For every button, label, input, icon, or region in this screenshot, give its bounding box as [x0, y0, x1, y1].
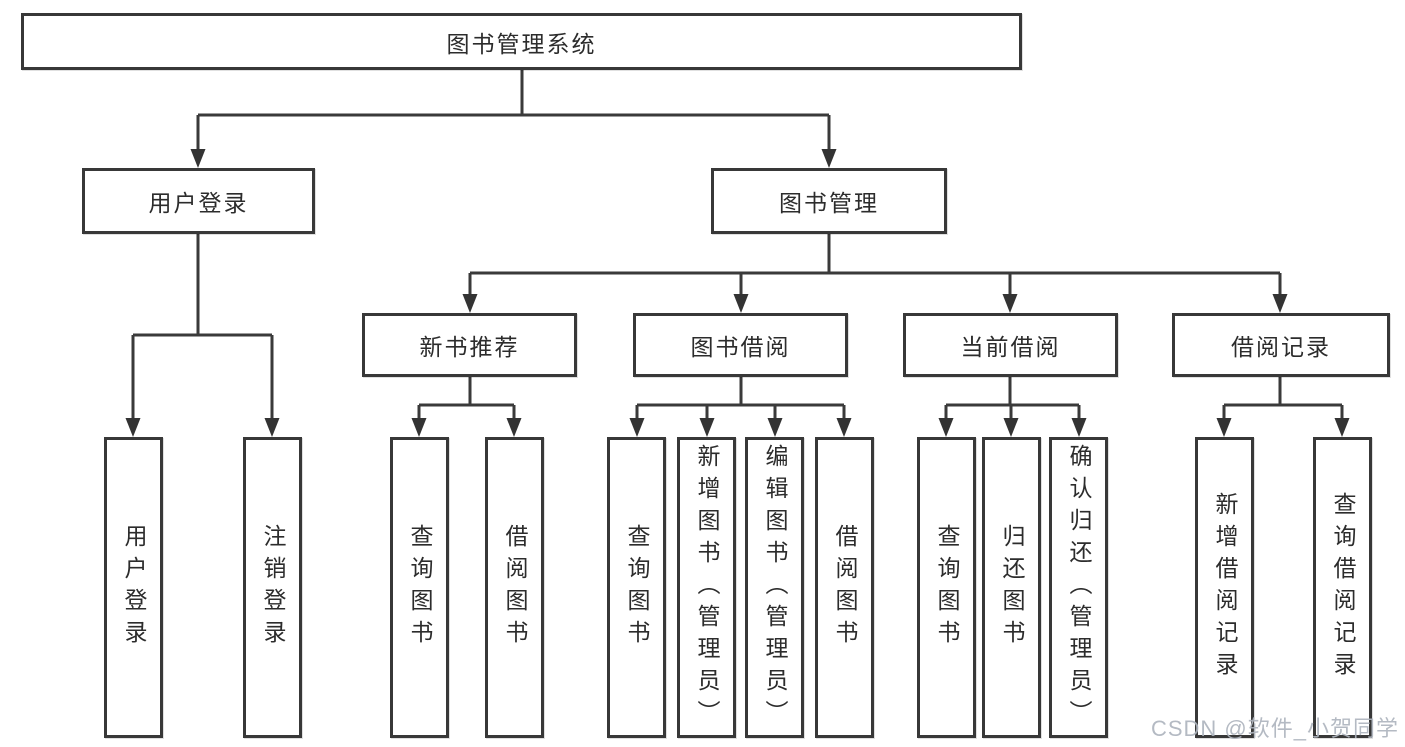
node-borrowing-records: 借阅记录 [1172, 313, 1390, 377]
arrowheads [125, 149, 1350, 437]
leaf-label: 借阅图书 [502, 523, 528, 652]
leaf-label: 新增图书（管理员） [694, 443, 720, 732]
node-book-borrowing: 图书借阅 [633, 313, 848, 377]
connector-root-to-level2 [196, 70, 831, 151]
leaf-bb-borrow-books: 借阅图书 [815, 437, 874, 738]
leaf-label: 归还图书 [999, 523, 1025, 652]
connector-book-management-to-level3 [468, 234, 1282, 296]
connector-book-borrowing-to-leaves [635, 377, 846, 420]
node-label: 当前借阅 [960, 334, 1061, 360]
leaf-label: 借阅图书 [832, 523, 858, 652]
leaf-label: 查询借阅记录 [1330, 491, 1356, 684]
leaf-label: 新增借阅记录 [1212, 491, 1238, 684]
leaf-label: 查询图书 [624, 523, 650, 652]
node-user-login: 用户登录 [82, 168, 315, 234]
leaf-br-query-record: 查询借阅记录 [1313, 437, 1372, 738]
leaf-label: 确认归还（管理员） [1066, 443, 1092, 732]
node-label: 图书管理 [779, 190, 879, 216]
connector-user-login-to-leaves [131, 233, 274, 420]
leaf-label: 编辑图书（管理员） [762, 443, 788, 732]
node-new-book-recommend: 新书推荐 [362, 313, 577, 377]
leaf-cb-confirm-return-admin: 确认归还（管理员） [1049, 437, 1108, 738]
node-label: 新书推荐 [419, 334, 520, 360]
leaf-label: 用户登录 [121, 523, 147, 652]
connector-borrowing-records-to-leaves [1222, 377, 1344, 420]
leaf-nb-query-books: 查询图书 [390, 437, 449, 738]
node-label: 图书管理系统 [446, 30, 597, 57]
leaf-label: 注销登录 [260, 523, 286, 652]
node-label: 用户登录 [148, 190, 249, 216]
node-current-borrowing: 当前借阅 [903, 313, 1118, 377]
leaf-user-login: 用户登录 [104, 437, 163, 738]
leaf-bb-edit-books-admin: 编辑图书（管理员） [745, 437, 804, 738]
node-root: 图书管理系统 [21, 13, 1022, 70]
node-book-management: 图书管理 [711, 168, 947, 234]
leaf-br-add-record: 新增借阅记录 [1195, 437, 1254, 738]
leaf-logout: 注销登录 [243, 437, 302, 738]
leaf-label: 查询图书 [407, 523, 433, 652]
leaf-cb-return-books: 归还图书 [982, 437, 1041, 738]
node-label: 图书借阅 [690, 334, 791, 360]
connector-new-book-recommend-to-leaves [417, 377, 516, 420]
leaf-nb-borrow-books: 借阅图书 [485, 437, 544, 738]
connector-current-borrowing-to-leaves [944, 377, 1081, 420]
leaf-cb-query-books: 查询图书 [917, 437, 976, 738]
node-label: 借阅记录 [1231, 334, 1331, 360]
leaf-label: 查询图书 [934, 523, 960, 652]
leaf-bb-query-books: 查询图书 [607, 437, 666, 738]
leaf-bb-add-books-admin: 新增图书（管理员） [677, 437, 736, 738]
